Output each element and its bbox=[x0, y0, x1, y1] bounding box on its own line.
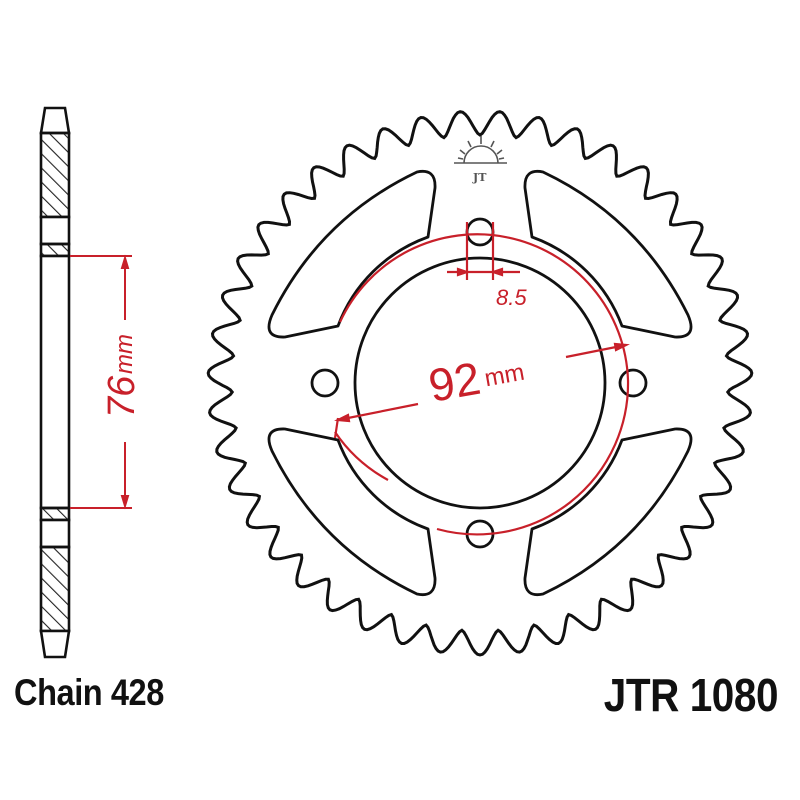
profile-hatch-bottom bbox=[39, 545, 71, 633]
hub-width-value: 76 bbox=[101, 375, 143, 418]
bolt-hole-top bbox=[465, 217, 495, 247]
chain-size-label: Chain 428 bbox=[14, 672, 164, 713]
lightening-cutouts bbox=[267, 169, 693, 597]
cutout-top-left bbox=[267, 169, 437, 339]
part-number-label: JTR 1080 bbox=[603, 669, 779, 721]
logo-mark: JT bbox=[472, 171, 487, 184]
cutout-bottom-right bbox=[523, 427, 693, 597]
side-profile-view bbox=[39, 106, 71, 659]
sprocket-teeth-outline bbox=[206, 110, 754, 657]
profile-hatch-hub-bottom bbox=[39, 506, 71, 522]
sprocket-face: 8.5 92 mm JT bbox=[206, 110, 754, 657]
cutout-bottom-left bbox=[267, 427, 437, 597]
profile-hatch-top bbox=[39, 131, 71, 219]
hub-width-unit: mm bbox=[111, 334, 138, 374]
hub-width-dimension bbox=[70, 254, 132, 510]
profile-top-cap bbox=[39, 106, 71, 135]
pcd-unit: mm bbox=[482, 359, 526, 393]
cutout-top-right bbox=[523, 169, 693, 339]
bolt-hole-left bbox=[310, 368, 340, 398]
pcd-value: 92 bbox=[425, 352, 484, 412]
profile-plain-top bbox=[39, 215, 71, 246]
profile-bottom-cap bbox=[39, 629, 71, 659]
center-bore bbox=[353, 256, 607, 510]
sunrise-logo-icon bbox=[454, 136, 507, 164]
bolt-hole-diameter: 8.5 bbox=[496, 285, 527, 310]
bolt-hole-right bbox=[618, 368, 648, 398]
pcd-dimension bbox=[333, 222, 630, 536]
bolt-holes bbox=[310, 217, 648, 549]
profile-hatch-hub-top bbox=[39, 242, 71, 258]
profile-plain-bottom bbox=[39, 518, 71, 549]
profile-hub bbox=[39, 254, 71, 510]
